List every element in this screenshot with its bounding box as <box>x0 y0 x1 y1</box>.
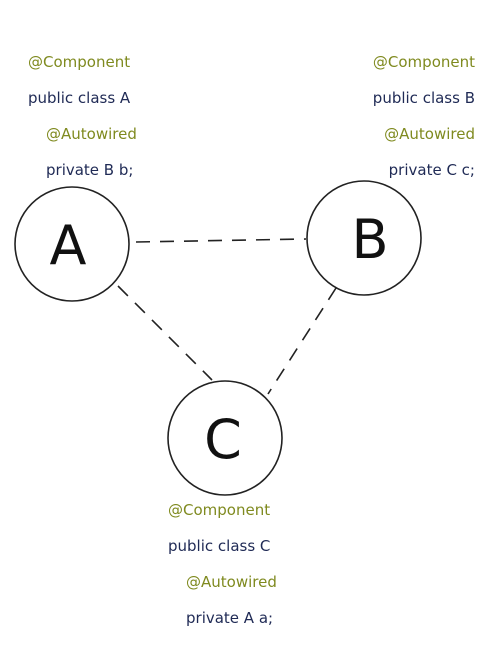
edge-a-c <box>117 285 213 381</box>
node-a: A <box>14 186 130 302</box>
node-c-circle <box>167 380 283 496</box>
class-a-declaration: public class A <box>28 89 131 107</box>
edge-b-c <box>267 287 337 395</box>
node-b-circle <box>306 180 422 296</box>
class-c-field: private A a; <box>186 609 274 627</box>
class-b-declaration: public class B <box>372 89 475 107</box>
node-b: B <box>306 180 422 296</box>
class-a-field: private B b; <box>46 161 134 179</box>
node-a-circle <box>14 186 130 302</box>
node-a-label: A <box>50 214 87 277</box>
class-b-autowired-annotation: @Autowired <box>384 125 475 143</box>
class-c-component-annotation: @Component <box>168 501 271 519</box>
class-c-autowired-annotation: @Autowired <box>186 573 277 591</box>
class-a-component-annotation: @Component <box>28 53 131 71</box>
class-a-autowired-annotation: @Autowired <box>46 125 137 143</box>
class-b-field: private C c; <box>388 161 475 179</box>
class-c-declaration: public class C <box>168 537 271 555</box>
class-c-code: @Component public class C @Autowired pri… <box>168 492 277 636</box>
node-c-label: C <box>204 408 242 471</box>
class-a-code: @Component public class A @Autowired pri… <box>28 44 137 188</box>
edge-a-b <box>135 238 307 243</box>
class-b-code: @Component public class B @Autowired pri… <box>373 44 475 188</box>
node-c: C <box>167 380 283 496</box>
node-b-label: B <box>351 208 388 271</box>
class-b-component-annotation: @Component <box>372 53 475 71</box>
